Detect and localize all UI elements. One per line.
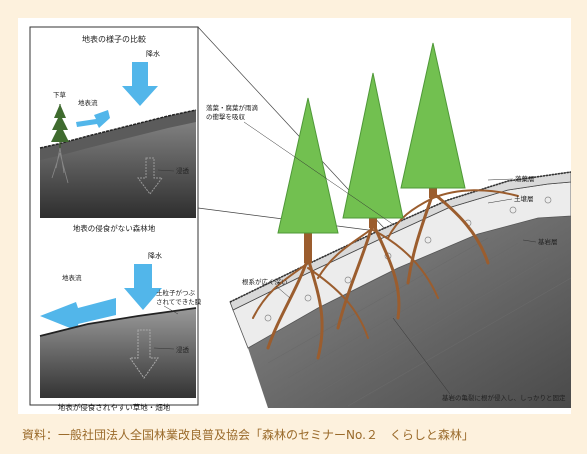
forest-slope <box>229 171 571 408</box>
caption-forest: 地表の侵食がない森林地 <box>73 223 156 233</box>
undergrowth-label: 下草 <box>53 90 67 99</box>
grassland-cross-section <box>39 307 197 398</box>
crust-label-2: されてできた膜 <box>156 297 202 306</box>
tree-canopy-left <box>277 97 339 234</box>
rain-label-bottom: 降水 <box>148 251 162 260</box>
tree-roots <box>252 189 519 360</box>
comparison-title: 地表の様子の比較 <box>82 34 146 44</box>
runoff-arrow-small <box>76 110 110 128</box>
rain-arrow-top <box>122 62 158 106</box>
leaf-litter-label-2: の衝撃を吸収 <box>206 112 246 121</box>
litter-layer-label: 落葉層 <box>515 174 535 183</box>
figure-frame: 地表の様子の比較 降水 下草 地表流 浸透 地表の侵食がない森林地 降水 地表流… <box>18 18 571 414</box>
tree-canopy-right <box>400 42 466 189</box>
bedrock-layer-label: 基岩層 <box>538 237 558 246</box>
rain-arrow-bottom <box>124 264 162 310</box>
soil-layer-label: 土壌層 <box>514 194 534 203</box>
runoff-arrow-large <box>40 298 116 332</box>
infiltration-label-top: 浸透 <box>176 166 190 175</box>
rain-label-top: 降水 <box>146 49 160 58</box>
runoff-label-bottom: 地表流 <box>62 273 82 282</box>
tree-canopy-middle <box>342 72 404 219</box>
caption-grassland: 地表が侵食されやすい草地・畑地 <box>58 402 171 412</box>
leaf-litter-label-1: 落葉・腐葉が雨滴 <box>206 103 259 112</box>
roots-wide-label: 根系が広く深い <box>242 277 288 286</box>
roots-bedrock-label: 基岩の亀裂に根が侵入し、しっかりと固定 <box>442 393 566 402</box>
source-citation: 資料：一般社団法人全国林業改良普及協会「森林のセミナーNo.２ くらしと森林」 <box>22 428 474 442</box>
forest-floor-cross-section <box>39 104 197 218</box>
runoff-label-top: 地表流 <box>78 98 98 107</box>
crust-label-1: 土粒子がつぶ <box>156 288 196 297</box>
infiltration-label-bottom: 浸透 <box>176 345 190 354</box>
forest-erosion-diagram: 地表の様子の比較 降水 下草 地表流 浸透 地表の侵食がない森林地 降水 地表流… <box>29 26 571 412</box>
